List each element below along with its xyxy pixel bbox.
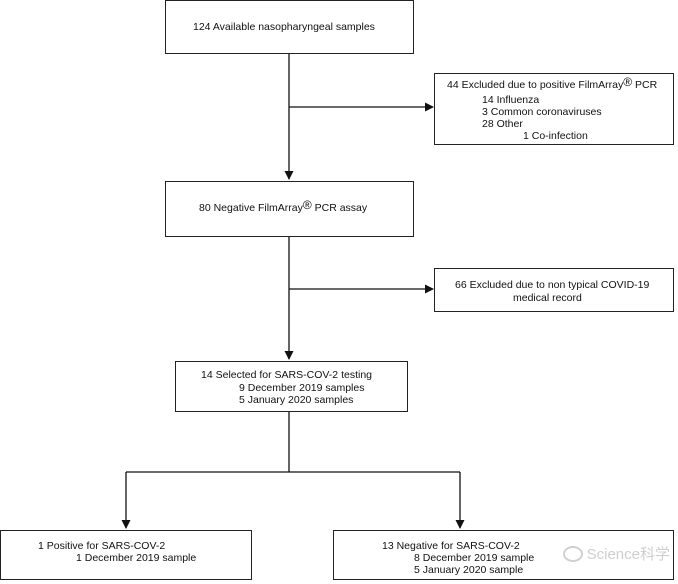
excluded-line-coinfection: 1 Co-infection — [523, 130, 588, 142]
excluded-nontypical-line1: 66 Excluded due to non typical COVID-19 — [455, 279, 650, 291]
available-samples-text: 124 Available nasopharyngeal samples — [193, 21, 375, 33]
positive-result-line1: 1 Positive for SARS-COV-2 — [38, 540, 166, 552]
negative-result-line3: 5 January 2020 sample — [414, 564, 524, 576]
excluded-line-other: 28 Other — [482, 118, 523, 130]
watermark: Science科学 — [562, 543, 670, 564]
excluded-positive-box: 44 Excluded due to positive FilmArray® P… — [434, 73, 674, 145]
excluded-positive-title: 44 Excluded due to positive FilmArray® P… — [447, 75, 658, 91]
negative-result-box: 13 Negative for SARS-COV-2 8 December 20… — [333, 530, 674, 580]
negative-filmarray-box: 80 Negative FilmArray® PCR assay — [165, 181, 414, 237]
selected-testing-line2: 9 December 2019 samples — [239, 382, 365, 394]
negative-result-line1: 13 Negative for SARS-COV-2 — [382, 540, 520, 552]
negative-filmarray-text: 80 Negative FilmArray® PCR assay — [199, 198, 368, 214]
registered-mark: ® — [302, 198, 312, 212]
excluded-line-coronaviruses: 3 Common coronaviruses — [482, 106, 602, 118]
positive-result-box: 1 Positive for SARS-COV-2 1 December 201… — [0, 530, 252, 580]
positive-result-line2: 1 December 2019 sample — [76, 552, 197, 564]
negative-result-line2: 8 December 2019 sample — [414, 552, 535, 564]
selected-testing-line3: 5 January 2020 samples — [239, 394, 354, 406]
registered-mark: ® — [623, 75, 633, 89]
selected-testing-box: 14 Selected for SARS-COV-2 testing 9 Dec… — [175, 361, 408, 412]
excluded-nontypical-box: 66 Excluded due to non typical COVID-19 … — [434, 268, 674, 312]
available-samples-box: 124 Available nasopharyngeal samples — [165, 0, 414, 54]
excluded-line-influenza: 14 Influenza — [482, 94, 540, 106]
watermark-text: Science科学 — [586, 546, 670, 563]
wechat-icon — [562, 545, 583, 562]
excluded-nontypical-line2: medical record — [513, 292, 582, 304]
selected-testing-line1: 14 Selected for SARS-COV-2 testing — [201, 369, 372, 381]
